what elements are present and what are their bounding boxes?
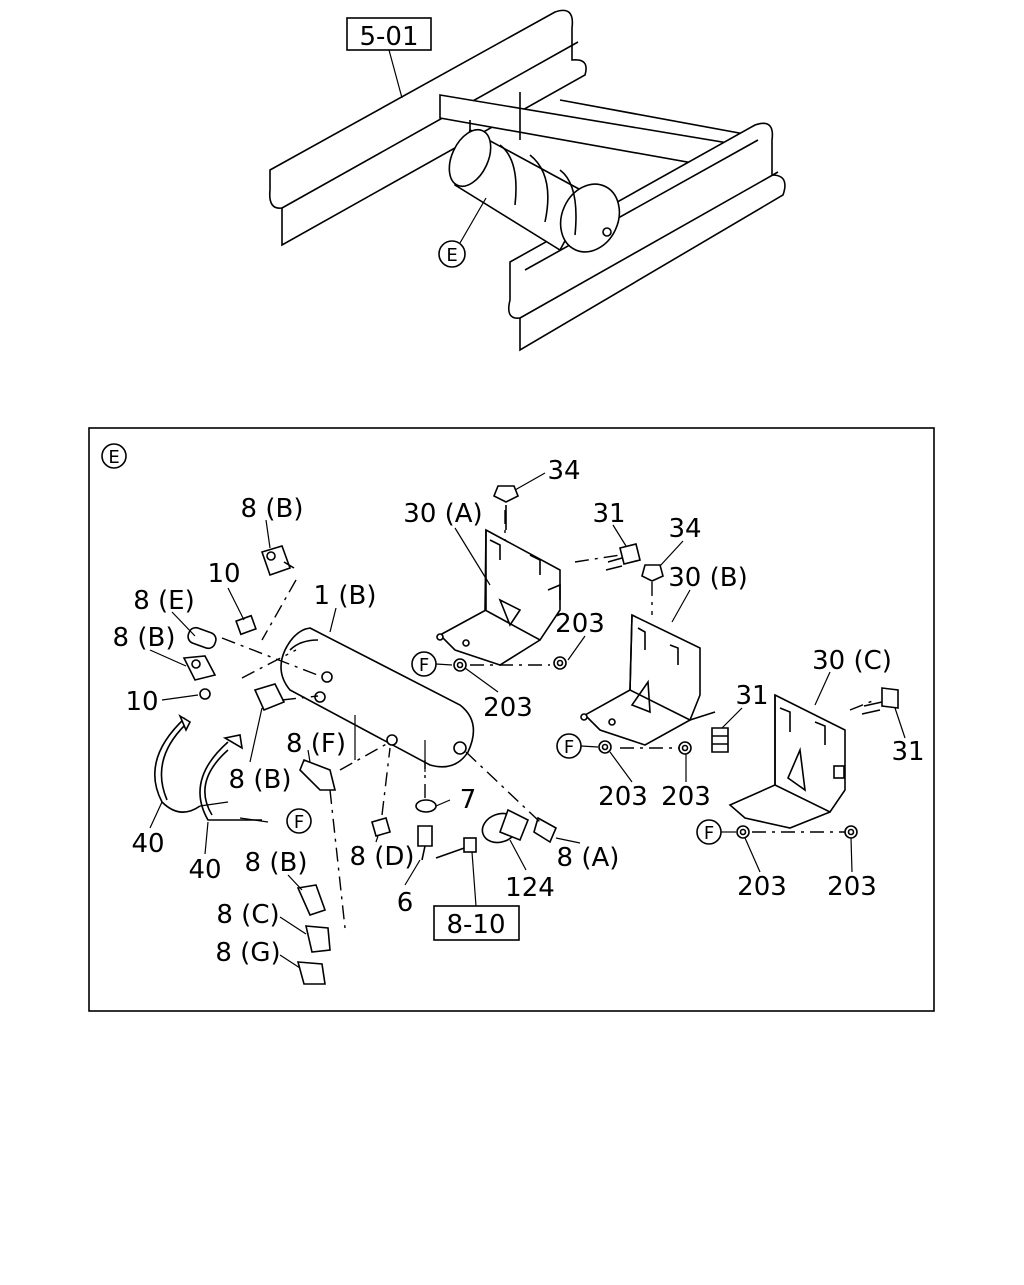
label-124: 124 (505, 873, 555, 903)
plug-10-lower (199, 688, 211, 700)
label-30b: 30 (B) (668, 563, 747, 593)
bolt-31-c (861, 687, 899, 715)
label-203-a: 203 (555, 609, 605, 639)
pin-8-10 (435, 837, 477, 859)
label-10-lower: 10 (125, 687, 158, 717)
nut-34-b (641, 564, 664, 582)
label-34-b: 34 (668, 514, 701, 544)
fastener-marker-3: F (696, 819, 736, 845)
label-8b-top: 8 (B) (241, 494, 304, 524)
label-203-c: 203 (598, 782, 648, 812)
fitting-8b-top (260, 545, 295, 577)
label-203-e: 203 (737, 872, 787, 902)
fitting-8c (304, 925, 331, 953)
ref-box-label: 5-01 (359, 22, 418, 52)
nut-34-a (492, 485, 520, 530)
label-6: 6 (397, 888, 414, 918)
label-30a: 30 (A) (403, 499, 482, 529)
label-8g: 8 (G) (215, 938, 280, 968)
label-40-a: 40 (131, 829, 164, 859)
plug-10-upper (235, 614, 257, 636)
label-30c: 30 (C) (812, 646, 892, 676)
svg-text:F: F (704, 823, 714, 844)
fastener-marker-4: F (286, 808, 312, 834)
sensor-124 (481, 808, 530, 844)
label-8d: 8 (D) (349, 842, 414, 872)
svg-text:F: F (419, 655, 429, 676)
label-31-a: 31 (592, 499, 625, 529)
label-8a: 8 (A) (557, 843, 620, 873)
detail-border (88, 427, 935, 1012)
fitting-8b-bottom (296, 884, 327, 916)
label-8b-bottom: 8 (B) (245, 848, 308, 878)
svg-text:F: F (564, 737, 574, 758)
fitting-8e (187, 626, 217, 650)
leaders (149, 472, 906, 969)
label-31-b: 31 (735, 681, 768, 711)
overview-frame (268, 9, 786, 352)
air-tank-overview (448, 128, 621, 253)
detail-marker: E (101, 443, 127, 469)
nuts-203 (453, 656, 858, 839)
label-203-b: 203 (483, 693, 533, 723)
label-8b-left: 8 (B) (113, 623, 176, 653)
fitting-8d (371, 817, 391, 837)
label-203-d: 203 (661, 782, 711, 812)
fitting-8g (296, 961, 326, 985)
fitting-8b-mid (253, 683, 286, 712)
label-1b-tank: 1 (B) (314, 581, 377, 611)
washer-7 (415, 799, 437, 813)
bracket-30a (436, 528, 561, 666)
label-7: 7 (460, 785, 477, 815)
bracket-30b (580, 613, 716, 746)
fitting-8a (533, 816, 558, 844)
bolt-31-a (605, 543, 641, 571)
detail-marker-label: E (446, 245, 457, 266)
label-203-f: 203 (827, 872, 877, 902)
part-labels: 8 (B) 10 8 (E) 8 (B) 10 1 (B) 8 (B) 8 (F… (113, 456, 925, 968)
svg-text:E: E (108, 447, 119, 468)
drain-6 (417, 825, 433, 861)
fastener-marker-2: F (556, 733, 599, 759)
bolt-31-b (711, 727, 729, 753)
label-8c: 8 (C) (216, 900, 279, 930)
overview-detail-marker: E (438, 197, 487, 268)
label-40-b: 40 (188, 855, 221, 885)
detail-ref-box: 8-10 (433, 905, 520, 941)
fitting-8f (299, 758, 337, 791)
label-10-upper: 10 (207, 559, 240, 589)
fastener-marker-1: F (411, 651, 453, 677)
label-34-a: 34 (547, 456, 580, 486)
label-8f: 8 (F) (286, 729, 346, 759)
assembly-lines (221, 510, 876, 929)
hose-40-b (199, 734, 269, 823)
air-tank (280, 627, 475, 772)
label-31-c: 31 (891, 737, 924, 767)
bracket-30c (728, 693, 846, 829)
hose-40-a (154, 714, 229, 813)
svg-text:F: F (294, 812, 304, 833)
label-8b-mid: 8 (B) (229, 765, 292, 795)
fitting-8b-left (182, 655, 217, 681)
overview-ref-box: 5-01 (346, 17, 432, 99)
svg-text:8-10: 8-10 (446, 910, 505, 940)
label-8e: 8 (E) (133, 586, 195, 616)
